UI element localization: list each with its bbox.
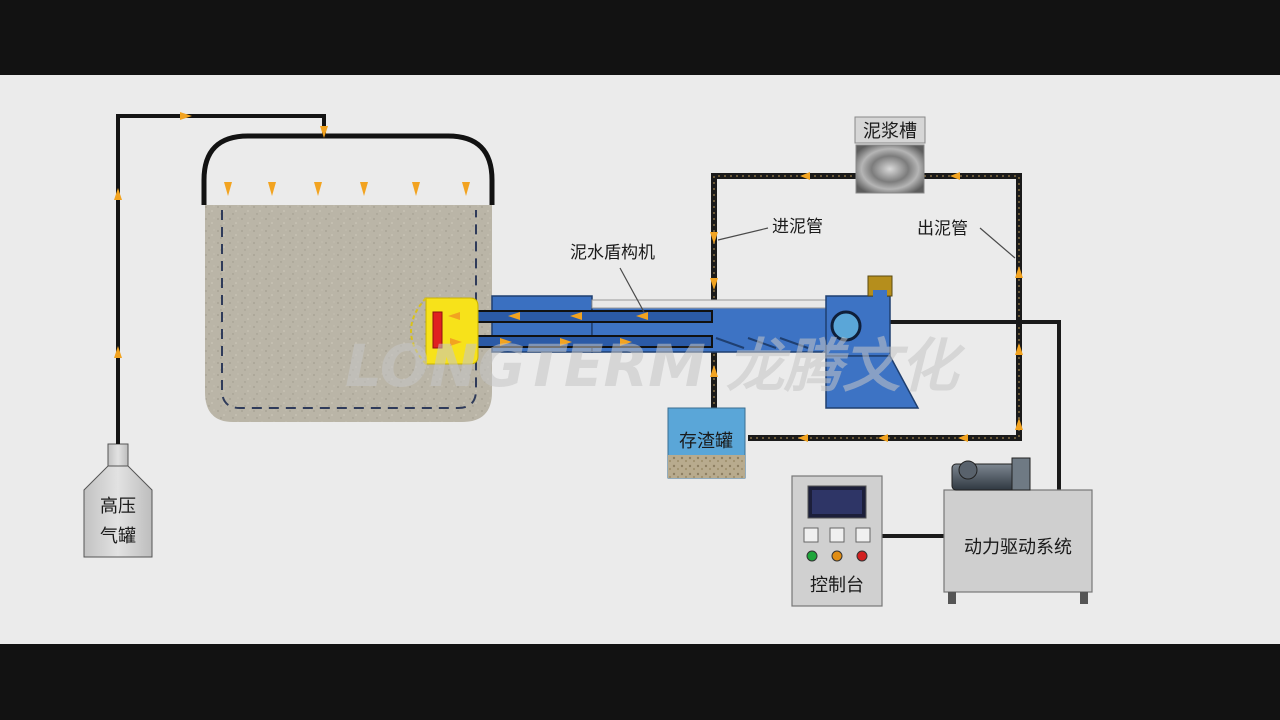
slurry-tank-label: 泥浆槽 — [863, 121, 917, 142]
slurry-tank: 泥浆槽 — [854, 116, 926, 194]
flow-arrow — [710, 232, 718, 244]
flow-arrow — [508, 312, 520, 320]
flow-arrow — [800, 172, 810, 180]
flow-arrow — [114, 188, 122, 200]
flow-arrow — [462, 182, 470, 196]
flow-arrow — [878, 434, 888, 442]
flow-arrow — [710, 278, 718, 290]
soil-chamber — [201, 133, 495, 422]
flow-arrow — [798, 434, 808, 442]
flow-arrow — [224, 182, 232, 196]
flow-arrow — [412, 182, 420, 196]
flow-arrow — [180, 112, 192, 120]
flow-arrows — [114, 112, 1023, 442]
air-tank-label-line2: 气罐 — [100, 526, 136, 547]
control-console: 控制台 — [791, 475, 883, 607]
inlet-pipe-leader — [717, 227, 769, 241]
flow-arrow — [314, 182, 322, 196]
high-pressure-air-tank: 高压 气罐 — [83, 443, 153, 558]
flow-arrow — [448, 312, 460, 320]
flow-arrow — [560, 338, 572, 346]
power-drive-label: 动力驱动系统 — [964, 537, 1072, 558]
flow-arrow — [500, 338, 512, 346]
flow-arrow — [570, 312, 582, 320]
flow-arrow — [1015, 343, 1023, 355]
inlet-pipe-label: 进泥管 — [772, 217, 823, 237]
outlet-pipe-leader — [979, 227, 1016, 259]
flow-arrow — [268, 182, 276, 196]
flow-arrow — [1015, 418, 1023, 430]
residue-tank: 存渣罐 — [667, 407, 746, 479]
flow-arrow — [450, 338, 462, 346]
flow-arrow — [114, 346, 122, 358]
flow-arrow — [620, 338, 632, 346]
residue-tank-label: 存渣罐 — [679, 431, 733, 452]
labels: 泥水盾构机 进泥管 出泥管 — [570, 217, 1016, 263]
power-drive-system: 动力驱动系统 — [943, 457, 1093, 604]
flow-arrow — [950, 172, 960, 180]
flow-arrow — [958, 434, 968, 442]
air-tank-label-line1: 高压 — [100, 496, 136, 517]
shield-machine-label: 泥水盾构机 — [570, 243, 655, 263]
outlet-pipe-label: 出泥管 — [917, 219, 968, 239]
flow-arrow — [710, 365, 718, 377]
flow-arrow — [360, 182, 368, 196]
flow-arrow — [1015, 266, 1023, 278]
letterbox-bottom — [0, 644, 1280, 720]
control-console-label: 控制台 — [810, 575, 864, 596]
flow-arrow — [320, 126, 328, 138]
watermark: LONGTERM 龙腾文化 — [345, 332, 966, 400]
letterbox-top — [0, 0, 1280, 75]
flow-arrow — [636, 312, 648, 320]
